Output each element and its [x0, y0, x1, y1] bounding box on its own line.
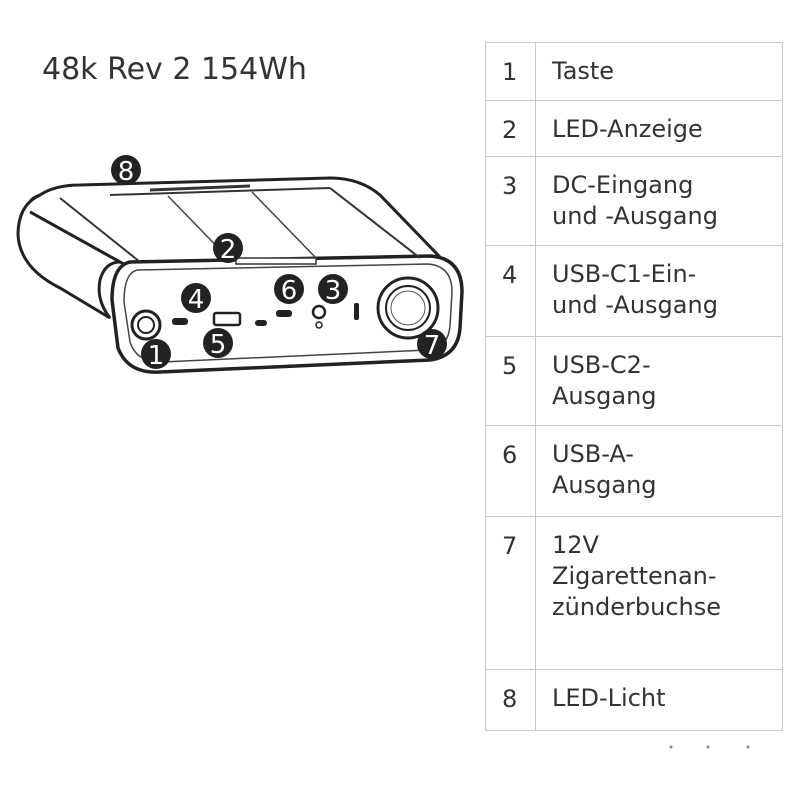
- led-light-strip: [149, 184, 251, 192]
- callout-7: 7: [417, 329, 447, 361]
- legend-row: 8 LED-Licht: [485, 669, 783, 731]
- svg-text:2: 2: [220, 235, 237, 265]
- legend-row: 5 USB-C2-Ausgang: [485, 336, 783, 426]
- svg-text:1: 1: [148, 341, 165, 371]
- dc-port: [311, 304, 327, 320]
- decorative-dots: [669, 745, 750, 749]
- legend-number: 4: [485, 245, 536, 337]
- callout-1: 1: [141, 339, 171, 371]
- svg-text:7: 7: [424, 331, 441, 361]
- svg-text:5: 5: [210, 330, 227, 360]
- legend-row: 1 Taste: [485, 42, 783, 101]
- usb-a-port: [276, 310, 292, 317]
- svg-text:3: 3: [325, 276, 342, 306]
- callout-4: 4: [181, 283, 211, 315]
- legend-description: USB-C2-Ausgang: [535, 336, 783, 426]
- legend-row: 6 USB-A-Ausgang: [485, 425, 783, 517]
- callout-2: 2: [213, 233, 243, 265]
- legend-description: LED-Licht: [535, 669, 783, 731]
- legend-number: 3: [485, 156, 536, 246]
- legend-number: 7: [485, 516, 536, 670]
- legend-number: 1: [485, 42, 536, 101]
- callout-5: 5: [203, 328, 233, 360]
- legend-description: USB-A-Ausgang: [535, 425, 783, 517]
- product-title: 48k Rev 2 154Wh: [42, 52, 307, 87]
- device-left-side: [16, 193, 126, 320]
- legend-row: 2 LED-Anzeige: [485, 100, 783, 157]
- legend-number: 5: [485, 336, 536, 426]
- callout-8: 8: [111, 155, 141, 187]
- power-station-diagram: 8 2 4 6 3 5 1 7: [16, 155, 464, 374]
- usb-c2-port: [212, 311, 242, 327]
- legend-number: 6: [485, 425, 536, 517]
- callout-3: 3: [318, 274, 348, 306]
- svg-text:8: 8: [118, 157, 135, 187]
- svg-text:6: 6: [281, 276, 298, 306]
- svg-text:4: 4: [188, 285, 205, 315]
- legend-description: Taste: [535, 42, 783, 101]
- legend-row: 4 USB-C1-Ein-und -Ausgang: [485, 245, 783, 337]
- button-shape: [130, 309, 162, 341]
- legend-number: 8: [485, 669, 536, 731]
- legend-description: LED-Anzeige: [535, 100, 783, 157]
- usb-c1-port: [172, 318, 188, 325]
- legend-description: USB-C1-Ein-und -Ausgang: [535, 245, 783, 337]
- callout-6: 6: [274, 274, 304, 306]
- legend-number: 2: [485, 100, 536, 157]
